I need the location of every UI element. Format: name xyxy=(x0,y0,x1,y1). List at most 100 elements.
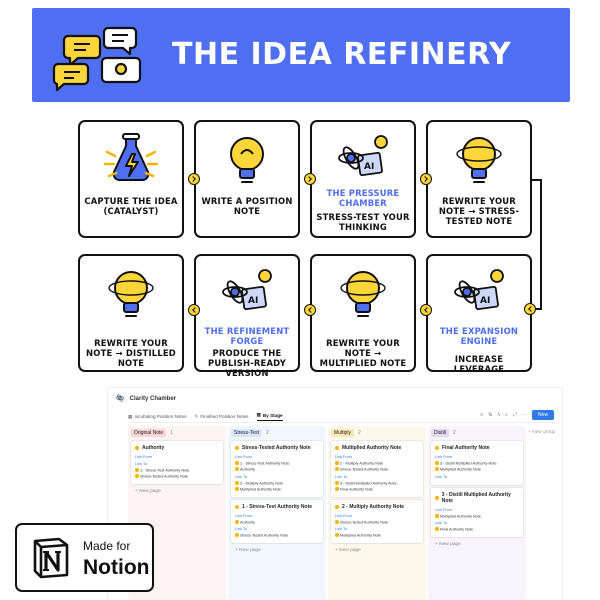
column-count: 1 xyxy=(170,430,173,436)
new-page-button[interactable]: + New page xyxy=(135,489,161,494)
card-title-text: Stress-Tested Authority Note xyxy=(242,445,311,451)
relation-item[interactable]: 1 - Stress-Test Authority Note xyxy=(135,468,219,473)
tab-by-stage[interactable]: ▥By Stage xyxy=(256,412,283,421)
table-icon: ▦ xyxy=(128,413,133,419)
lightbulb-icon xyxy=(335,519,339,524)
step-write-position-note: WRITE A POSITION NOTE xyxy=(194,120,300,238)
view-tabs: ▦Incubating Position Notes ✎Finished Pos… xyxy=(128,412,283,421)
sort-icon[interactable]: ⇅ xyxy=(488,412,493,418)
tab-label: By Stage xyxy=(262,412,283,418)
relation-item-text: Stress-Tested Authority Note xyxy=(240,533,289,538)
board-icon: ▥ xyxy=(256,412,261,417)
relation-item[interactable]: Stress-Tested Authority Note xyxy=(335,467,419,472)
column-count: 2 xyxy=(357,430,361,436)
step-expansion-engine: AI THE EXPANSION ENGINE INCREASE LEVERAG… xyxy=(426,254,532,374)
lightbulb-icon xyxy=(435,527,439,531)
lightbulb-icon xyxy=(335,533,339,537)
relation-label: Link To xyxy=(235,474,247,479)
relation-label: Link To xyxy=(435,521,447,525)
relation-label: Link To xyxy=(135,462,147,466)
made-for-notion-badge: Made for Notion xyxy=(15,523,154,592)
relation-item[interactable]: Authority xyxy=(235,519,319,524)
lightbulb-icon xyxy=(435,446,439,450)
relation-item[interactable]: Stress-Tested Authority Note xyxy=(135,474,219,479)
tab-finished[interactable]: ✎Finished Position Notes xyxy=(194,412,248,421)
new-page-button[interactable]: + New page xyxy=(335,548,361,553)
made-for-text: Made for xyxy=(83,539,131,553)
step-text: PRODUCE THE PUBLISH-READY VERSION xyxy=(208,348,286,378)
relation-item-text: Multiplied Authority Note xyxy=(440,467,481,472)
relation-item[interactable]: Authority xyxy=(235,467,319,472)
lightbulb-icon xyxy=(235,480,239,485)
relation-label: Link From xyxy=(135,455,152,459)
arrow-right-icon xyxy=(304,173,316,185)
expand-icon[interactable]: ⤢ xyxy=(512,412,517,418)
step-title: THE EXPANSION ENGINE xyxy=(439,326,519,346)
lightbulb-icon xyxy=(235,486,239,491)
card-title-text: Multiplied Authority Note xyxy=(342,445,402,451)
relation-item[interactable]: 1 - Stress-Test Authority Note xyxy=(235,461,319,466)
relation-item[interactable]: 2 - Multiply Authority Note xyxy=(235,480,319,485)
tab-incubating[interactable]: ▦Incubating Position Notes xyxy=(128,412,186,421)
relation-label: Link To xyxy=(435,474,447,479)
relation-label: Link From xyxy=(335,455,352,459)
divider xyxy=(128,422,554,423)
filter-icon[interactable]: ≡ xyxy=(480,412,484,418)
notion-text: Notion xyxy=(83,556,150,579)
card-title: Authority xyxy=(135,445,219,451)
lightbulb-icon xyxy=(435,461,439,465)
ai-chip-icon: AI xyxy=(454,269,504,311)
speech-bubbles-icon xyxy=(52,26,142,92)
relation-item[interactable]: Multiplied Authority Note xyxy=(335,533,419,538)
new-page-button[interactable]: + New page xyxy=(435,542,461,547)
arrow-left-icon xyxy=(420,304,432,316)
header-banner: THE IDEA REFINERY xyxy=(32,8,570,102)
arrow-right-icon xyxy=(420,173,432,185)
relation-item-text: 3 - Distill Multiplied Authority Note xyxy=(340,481,397,485)
relation-item[interactable]: Multiplied Authority Note xyxy=(435,467,519,472)
arrow-left-icon xyxy=(524,303,536,315)
step-text: CAPTURE THE IDEA (CATALYST) xyxy=(84,196,178,216)
relation-item[interactable]: Multiplied Authority Note xyxy=(235,486,319,491)
relation-label: Link To xyxy=(335,527,347,531)
relation-item[interactable]: 3 - Distill Multiplied Authority Note xyxy=(335,480,419,485)
new-button[interactable]: New xyxy=(531,410,554,420)
ai-chip-icon: AI xyxy=(338,135,388,177)
card-title-text: Authority xyxy=(142,445,165,451)
relation-item[interactable]: 2 - Multiply Authority Note xyxy=(335,461,419,466)
search-icon[interactable]: ⌕ xyxy=(505,412,508,418)
step-text: STRESS-TEST YOUR THINKING xyxy=(316,212,410,232)
connector xyxy=(530,308,542,310)
new-group-button[interactable]: + New group xyxy=(528,430,556,435)
step-text: REWRITE YOUR NOTE → STRESS-TESTED NOTE xyxy=(438,196,520,226)
relation-item[interactable]: Final Authority Note xyxy=(435,527,519,532)
lightbulb-icon xyxy=(335,480,339,485)
step-text: REWRITE YOUR NOTE → MULTIPLIED NOTE xyxy=(319,338,407,368)
step-capture-idea: CAPTURE THE IDEA (CATALYST) xyxy=(78,120,184,238)
atom-icon xyxy=(116,394,124,402)
new-page-button[interactable]: + New page xyxy=(235,548,261,553)
relation-item[interactable]: Stress-Tested Authority Note xyxy=(235,533,319,538)
relation-item[interactable]: Final Authority Note xyxy=(335,486,419,491)
lightning-icon[interactable]: ϟ xyxy=(497,412,501,418)
relation-item[interactable]: 3 - Distill Multiplied Authority Note xyxy=(435,461,519,466)
relation-item[interactable]: Multiplied Authority Note xyxy=(435,513,519,518)
more-icon[interactable]: ⋯ xyxy=(521,412,527,418)
card-title-text: 3 - Distill Multiplied Authority Note xyxy=(441,491,511,504)
arrow-left-icon xyxy=(304,304,316,316)
svg-text:AI: AI xyxy=(364,162,374,172)
lightbulb-icon xyxy=(135,474,139,478)
relation-item[interactable]: Stress-Tested Authority Note xyxy=(335,519,419,524)
database-title: Clarity Chamber xyxy=(116,394,176,402)
